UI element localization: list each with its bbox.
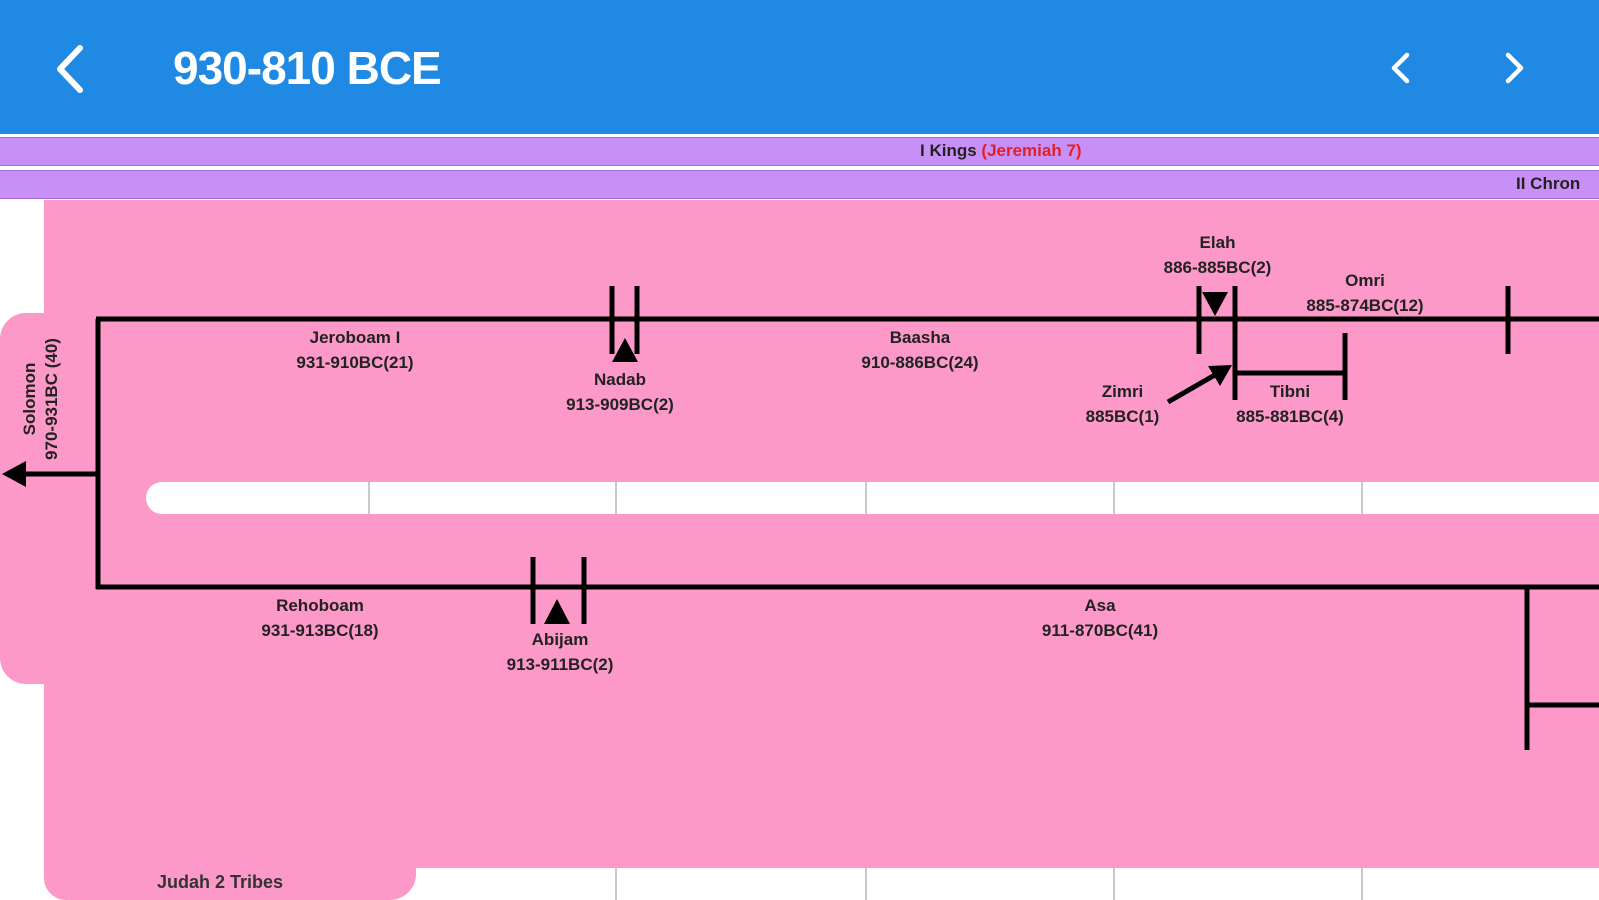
book-reference: (Jeremiah 7): [981, 141, 1082, 160]
king-reign: 913-909BC(2): [566, 395, 674, 414]
tribe-label: Judah 2 Tribes: [157, 872, 284, 892]
year-tick: [865, 868, 867, 900]
king-name: Tibni: [1269, 382, 1311, 401]
king-name: Omri: [1345, 271, 1385, 290]
king-asa[interactable]: Asa 911-870BC(41): [1015, 593, 1185, 643]
king-jeroboam[interactable]: Jeroboam I 931-910BC(21): [270, 325, 440, 375]
book-bar-kings[interactable]: I Kings (Jeremiah 7): [0, 137, 1599, 166]
king-name: Rehoboam: [276, 596, 364, 615]
king-abijam[interactable]: Abijam 913-911BC(2): [485, 627, 635, 677]
king-elah[interactable]: Elah 886-885BC(2): [1140, 230, 1295, 280]
king-name: Zimri: [1101, 382, 1144, 401]
king-reign: 885-881BC(4): [1236, 407, 1344, 426]
king-name: Asa: [1084, 596, 1116, 615]
year-tick: [368, 482, 370, 514]
year-tick: [1361, 868, 1363, 900]
app-bar: 930-810 BCE: [0, 0, 1599, 134]
king-name: Solomon: [20, 362, 39, 436]
king-solomon[interactable]: Solomon 970-931BC (40): [19, 324, 63, 474]
book-bar-chronicles[interactable]: II Chron: [0, 170, 1599, 199]
king-reign: 931-913BC(18): [261, 621, 379, 640]
king-name: Elah: [1199, 233, 1236, 252]
king-reign: 911-870BC(41): [1041, 621, 1159, 640]
tribe-tab: [44, 840, 416, 900]
book-label-kings: I Kings (Jeremiah 7): [920, 141, 1082, 160]
year-tick: [1113, 868, 1115, 900]
king-baasha[interactable]: Baasha 910-886BC(24): [835, 325, 1005, 375]
year-tick: [615, 482, 617, 514]
king-rehoboam[interactable]: Rehoboam 931-913BC(18): [235, 593, 405, 643]
next-page-icon[interactable]: [1496, 50, 1532, 86]
kingdom-tab-left: [0, 313, 60, 684]
year-tick: [1361, 482, 1363, 514]
previous-page-icon[interactable]: [1383, 50, 1419, 86]
king-tibni[interactable]: Tibni 885-881BC(4): [1215, 379, 1365, 429]
year-tick: [1113, 482, 1115, 514]
king-name: Baasha: [889, 328, 951, 347]
page-title: 930-810 BCE: [173, 42, 442, 94]
timeline-bar[interactable]: [146, 482, 1599, 514]
king-name: Abijam: [531, 630, 589, 649]
book-label-chronicles: II Chron: [1516, 174, 1581, 193]
king-reign: 886-885BC(2): [1163, 258, 1272, 277]
year-tick: [615, 868, 617, 900]
king-reign: 970-931BC (40): [42, 338, 61, 460]
back-arrow-icon[interactable]: [48, 44, 92, 94]
king-nadab[interactable]: Nadab 913-909BC(2): [545, 367, 695, 417]
king-reign: 885BC(1): [1085, 407, 1160, 426]
king-zimri[interactable]: Zimri 885BC(1): [1060, 379, 1185, 429]
king-name: Nadab: [594, 370, 646, 389]
year-tick: [865, 482, 867, 514]
king-reign: 913-911BC(2): [506, 655, 614, 674]
king-reign: 885-874BC(12): [1306, 296, 1424, 315]
king-omri[interactable]: Omri 885-874BC(12): [1285, 268, 1445, 318]
kingdom-background: [44, 200, 1599, 868]
king-reign: 931-910BC(21): [296, 353, 414, 372]
king-name: Jeroboam I: [309, 328, 401, 347]
king-reign: 910-886BC(24): [861, 353, 979, 372]
